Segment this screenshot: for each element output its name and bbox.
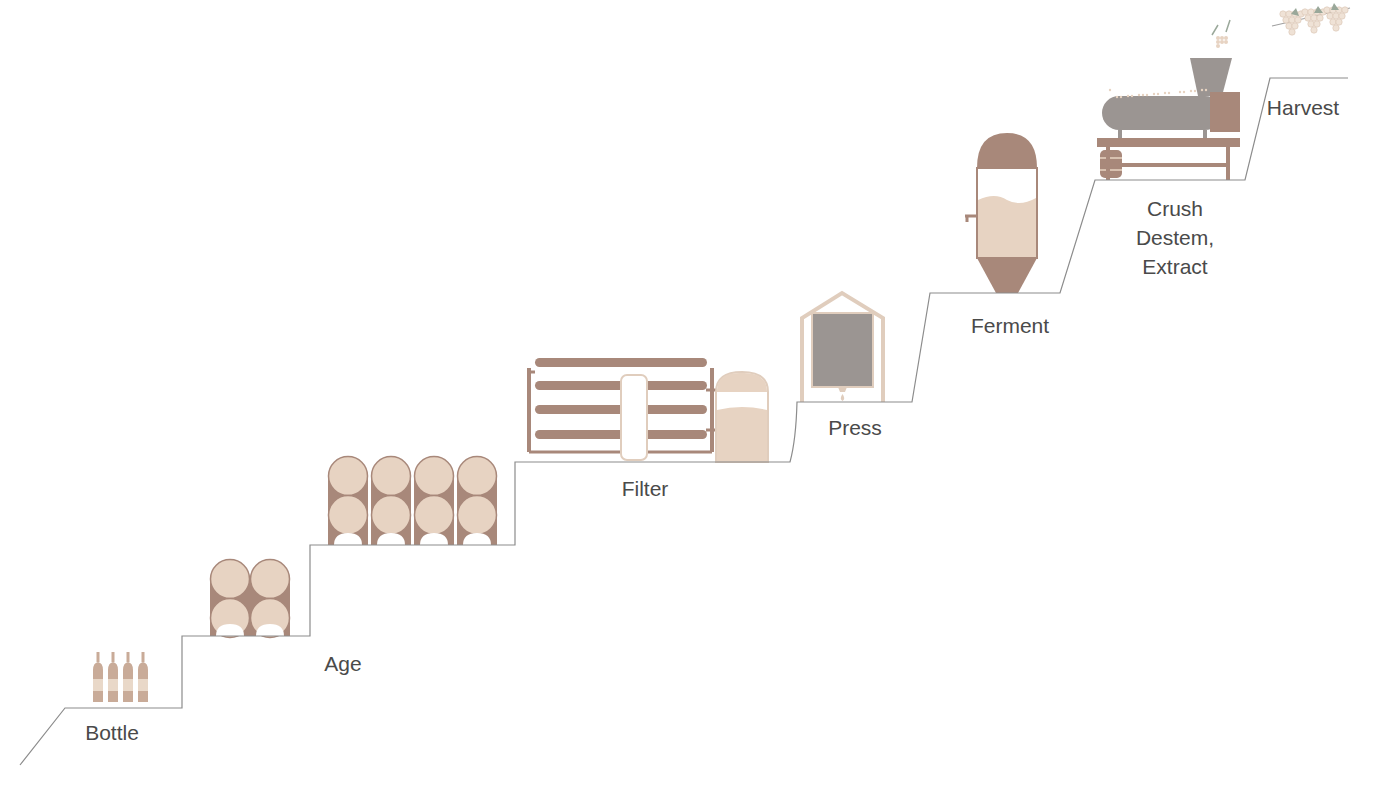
- step-label: Filter: [622, 474, 669, 503]
- filter-icon: [529, 358, 768, 462]
- barrel-stacks: [210, 457, 497, 638]
- staircase-line: [20, 78, 1348, 765]
- step-label: Age: [324, 649, 361, 678]
- step-label: Press: [828, 413, 882, 442]
- bottles-icon: [93, 652, 148, 702]
- harvest-icon: [1272, 3, 1350, 35]
- step-label: Crush Destem, Extract: [1125, 194, 1225, 281]
- press-icon: [802, 293, 883, 402]
- crusher-icon: [1097, 20, 1240, 180]
- step-label: Harvest: [1267, 93, 1339, 122]
- ferment-tank-icon: [965, 133, 1037, 293]
- step-label: Bottle: [85, 718, 139, 747]
- step-label: Ferment: [971, 311, 1049, 340]
